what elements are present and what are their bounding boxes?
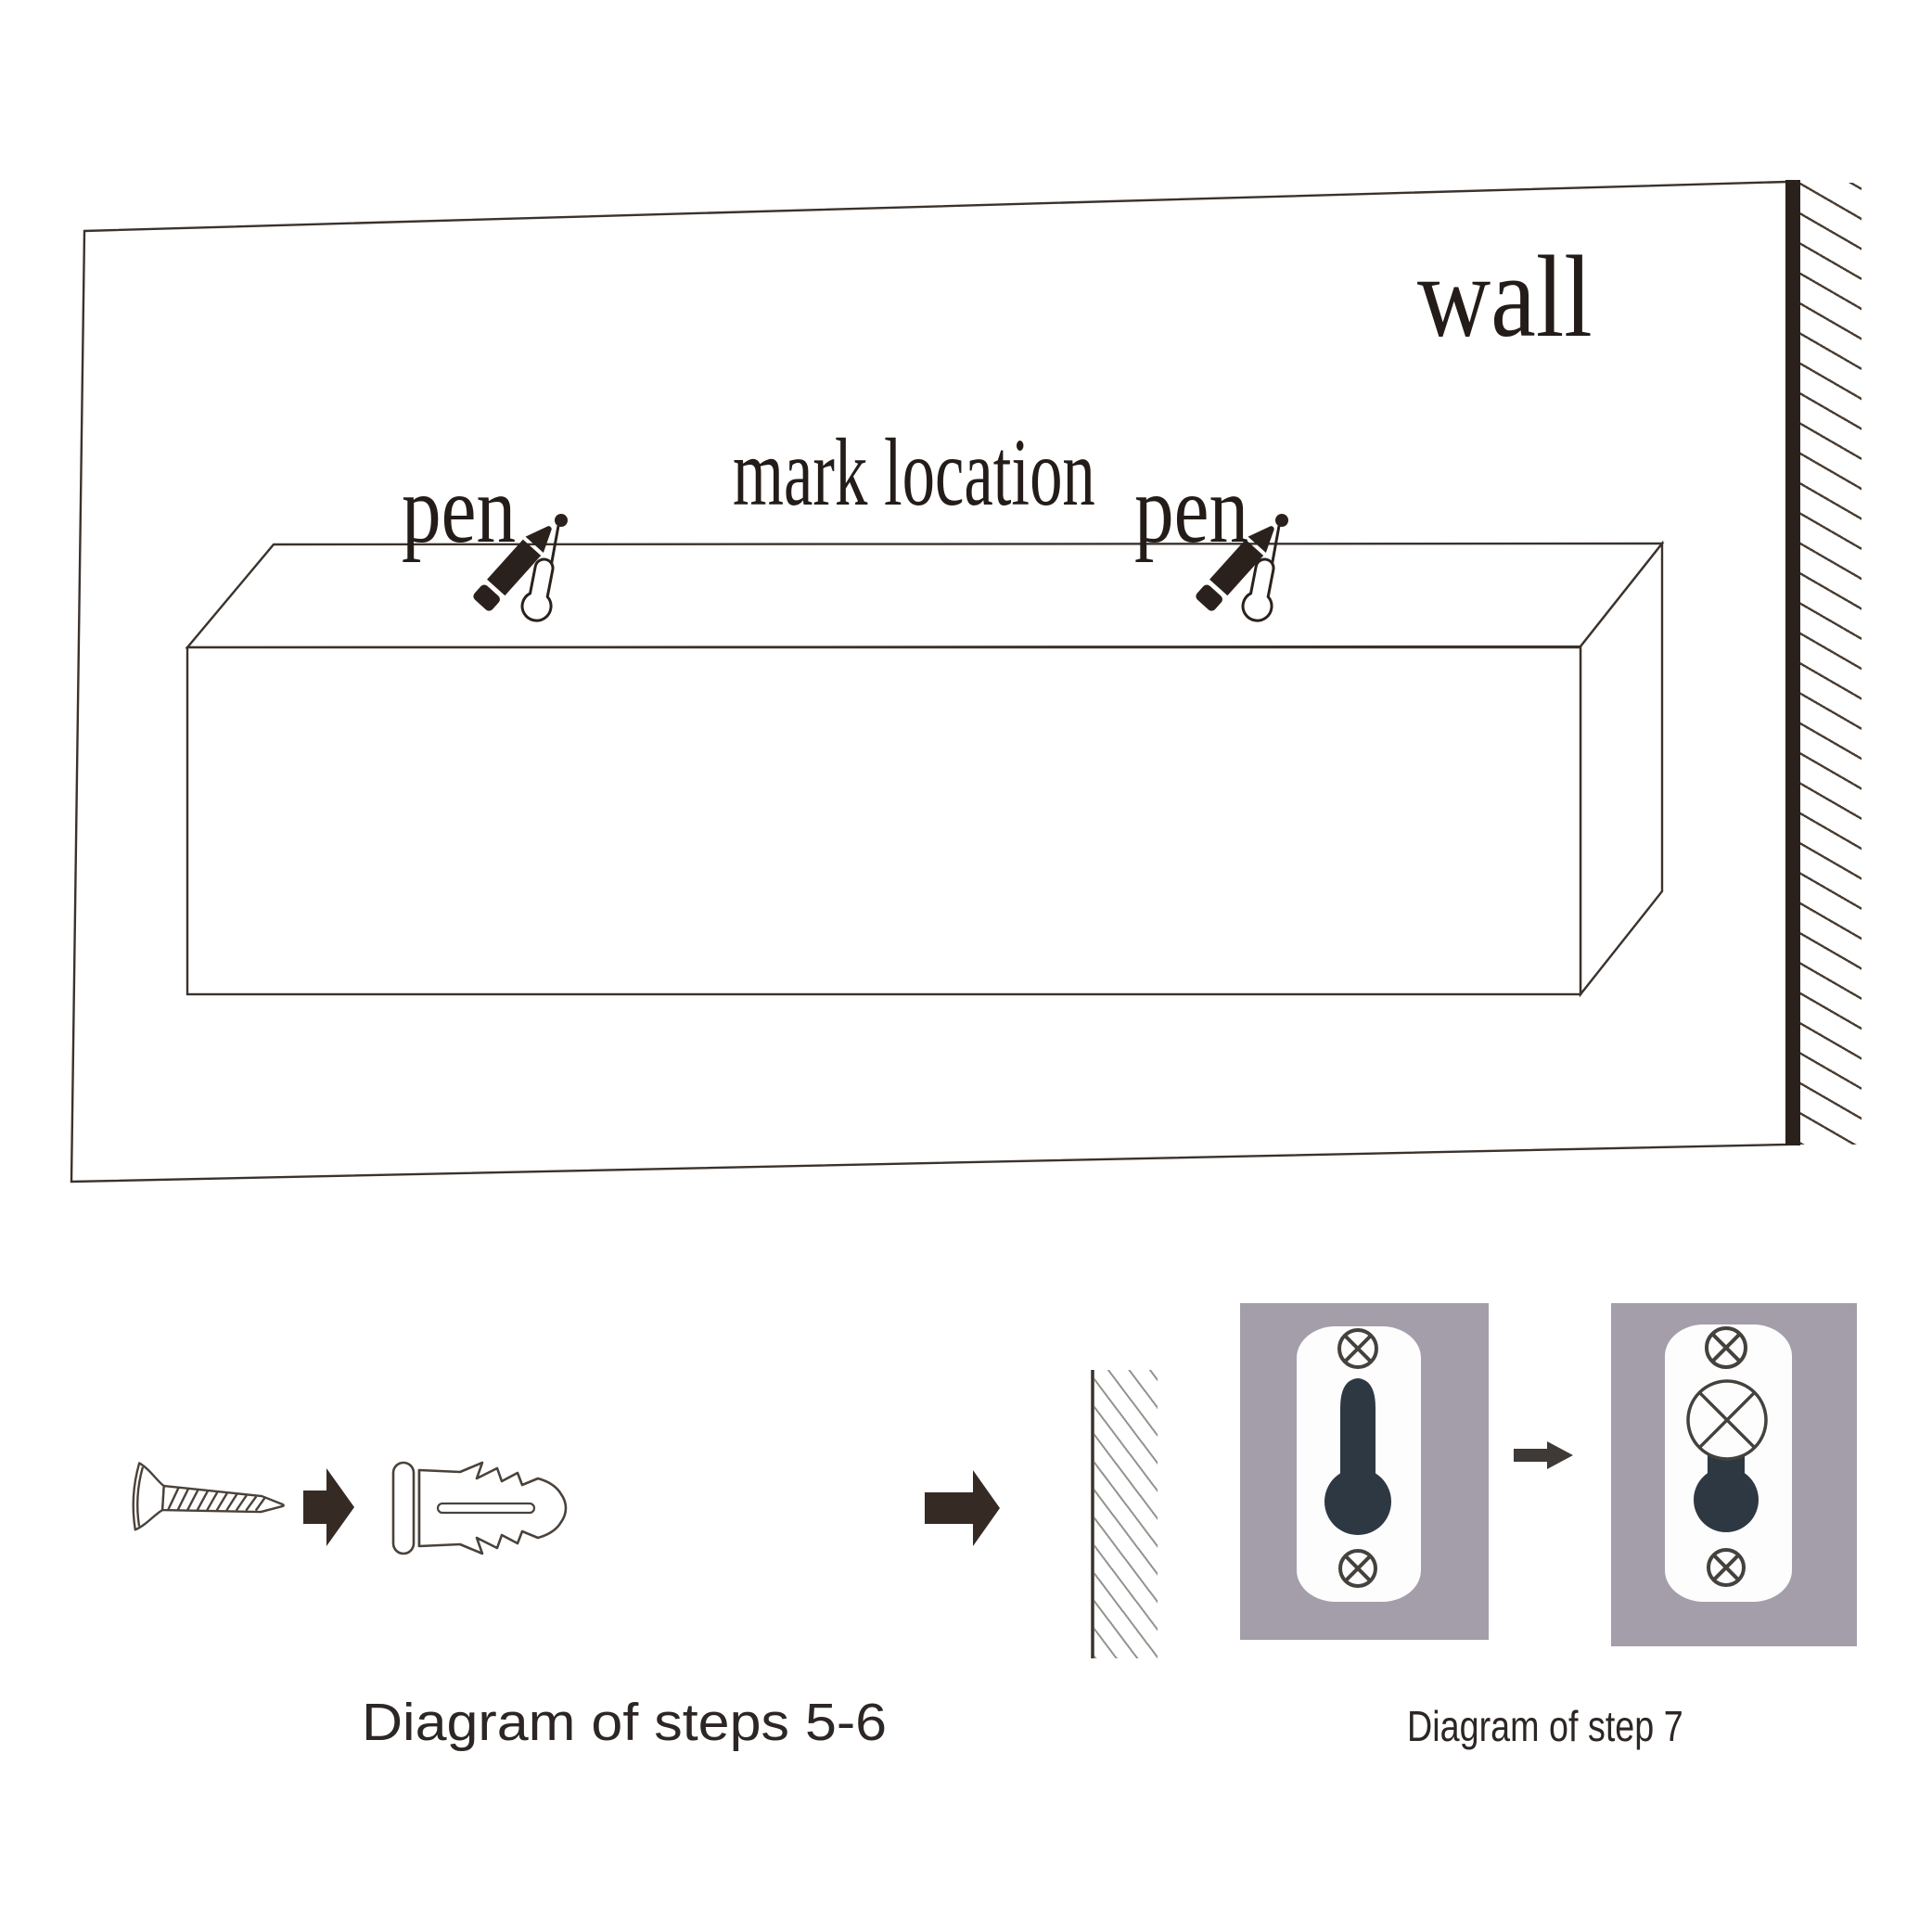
screw-icon (132, 1462, 285, 1531)
step7-frame-before (1240, 1303, 1489, 1640)
keyhole-bulb-icon (1324, 1468, 1391, 1535)
wall-label: wall (1417, 233, 1593, 362)
keyhole-plate (1297, 1326, 1421, 1602)
screw-cross-top-icon (1705, 1326, 1747, 1369)
wall-anchor-icon (391, 1461, 568, 1555)
wall-edge-bar (1785, 180, 1800, 1145)
keyhole-plate-mounted-graphic (1686, 1326, 1768, 1587)
keyhole-plate-mounted (1665, 1324, 1792, 1602)
arrow-right-icon (925, 1470, 1000, 1546)
mark-dot-icon (1275, 514, 1288, 527)
keyhole-slot-icon (1340, 1378, 1375, 1490)
steps56-caption: Diagram of steps 5-6 (362, 1693, 888, 1752)
arrow-right-small-icon (1514, 1441, 1573, 1469)
step7-caption: Diagram of step 7 (1407, 1702, 1683, 1750)
keyhole-outline-icon (1241, 557, 1275, 622)
wall-section-hatching (1800, 183, 1862, 1145)
pen-shaft-line (540, 525, 560, 619)
engaged-screw-head-icon (1686, 1379, 1768, 1461)
pen-shaft-line (1260, 525, 1281, 619)
steps56-wall-hatching (1094, 1370, 1158, 1658)
keyhole-outline-icon (520, 557, 555, 622)
mark-location-label: mark location (733, 419, 1095, 526)
pen-label-left: pen (402, 456, 517, 563)
screw-cross-bottom-icon (1338, 1549, 1377, 1588)
keyhole-bulb-icon (1694, 1467, 1759, 1532)
shelf-right-face (1579, 540, 1664, 998)
mark-dot-icon (555, 514, 568, 527)
step7-frame-after (1611, 1303, 1857, 1646)
shelf-box (185, 540, 1665, 998)
screw-cross-top-icon (1337, 1328, 1378, 1369)
screw-cross-bottom-icon (1707, 1548, 1746, 1587)
keyhole-plate-graphic (1324, 1328, 1391, 1588)
arrow-right-icon (303, 1468, 354, 1546)
pen-label-right: pen (1134, 456, 1249, 563)
shelf-front-face (186, 646, 1582, 996)
